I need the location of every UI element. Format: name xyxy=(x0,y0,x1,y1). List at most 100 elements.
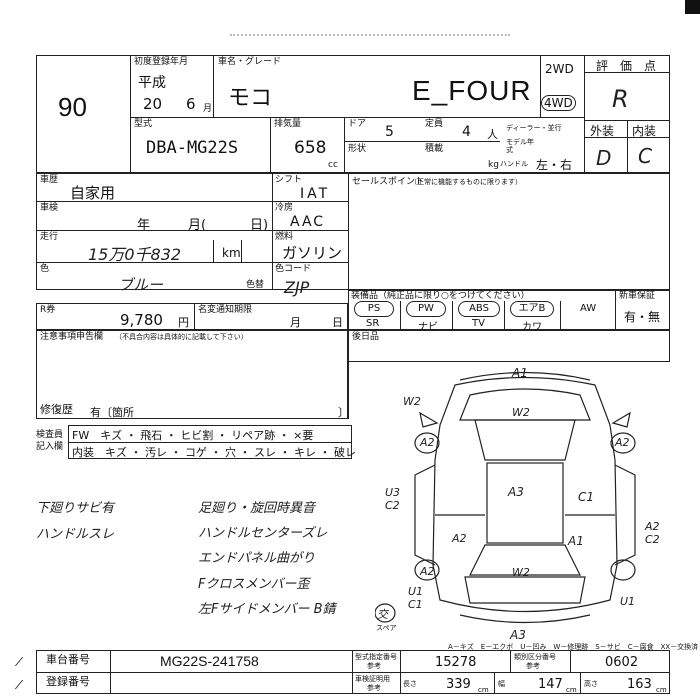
shaken-year: 年 xyxy=(137,218,151,233)
equipment-frame xyxy=(348,290,670,330)
equip-leather: カワ xyxy=(522,322,542,333)
drive-4wd: 4WD xyxy=(541,95,576,111)
capacity-label: 定員 xyxy=(425,119,444,129)
height-unit: cm xyxy=(656,686,667,694)
inspector-row-2: 内装 キズ ・ 汚レ ・ コゲ ・ 穴 ・ スレ ・ キレ ・ 破レ xyxy=(72,446,356,459)
equip-airbag: エアB xyxy=(510,301,554,317)
mark-left-rear: U1 C1 xyxy=(408,585,424,611)
displacement-label: 排気量 xyxy=(274,119,302,129)
fuel-label: 燃料 xyxy=(275,232,294,242)
mark-hood: W2 xyxy=(512,406,530,419)
inspector-label-1: 検査員 xyxy=(36,430,64,440)
notice-day: 日 xyxy=(332,316,343,329)
notes-frame xyxy=(36,330,348,419)
equip-navi: ナビ xyxy=(418,322,438,333)
mark-right-front-door: C1 xyxy=(578,490,595,504)
mark-right-rear-door: A1 xyxy=(568,534,584,548)
first-reg-era: 平成 xyxy=(138,75,166,91)
repair-label: 修復歴 xyxy=(40,403,73,416)
equip-sr: SR xyxy=(366,318,380,329)
shaken-day: 日) xyxy=(250,218,269,233)
rating-label: 評 価 点 xyxy=(596,59,657,73)
margin-tick-2: ⁄ xyxy=(18,678,21,692)
rear-seat-label: 後日品 xyxy=(352,332,380,342)
load-label: 積載 xyxy=(425,144,444,154)
rating-ext: D xyxy=(596,146,612,170)
length-label: 長さ xyxy=(403,680,417,688)
chassis-label: 車台番号 xyxy=(46,653,90,666)
fuel: ガソリン xyxy=(282,244,343,262)
width-unit: cm xyxy=(566,686,577,694)
history-label: 車歴 xyxy=(40,175,59,185)
dims-label: 車検証明用 xyxy=(355,675,390,683)
mileage: 15万0千832 xyxy=(88,245,182,264)
recycle: 9,780 xyxy=(120,311,163,329)
top-frame xyxy=(36,55,670,173)
rating-int: C xyxy=(638,144,652,168)
mark-rear-bumper: A3 xyxy=(510,628,526,642)
height-label: 高さ xyxy=(584,680,598,688)
displacement: 658 xyxy=(294,138,327,158)
aircon: AAC xyxy=(290,214,326,230)
recycle-unit: 円 xyxy=(178,316,189,329)
repair-close: 〕 xyxy=(338,406,349,419)
note-right-4: Fクロスメンバー歪 xyxy=(198,577,310,592)
mark-rear-window: W2 xyxy=(512,566,530,579)
mark-right-rear: U1 xyxy=(620,595,636,608)
capacity-unit: 人 xyxy=(487,128,498,141)
first-reg-year: 20 xyxy=(143,95,163,113)
inspector-label-2: 記入欄 xyxy=(36,442,64,452)
rating-ext-label: 外装 xyxy=(590,124,615,138)
note-right-3: エンドパネル曲がり xyxy=(198,551,316,566)
mark-roof: A3 xyxy=(508,485,524,499)
shaken-label: 車検 xyxy=(40,203,59,213)
mileage-unit: km xyxy=(222,246,241,260)
first-reg-label: 初度登録年月 xyxy=(134,57,189,67)
doors-label: ドア xyxy=(348,119,367,129)
color-label: 色 xyxy=(40,264,50,274)
model-grade: E_FOUR xyxy=(412,75,532,106)
capacity: 4 xyxy=(462,124,471,140)
repair: 有〔箇所 xyxy=(90,406,134,419)
shaken-month: 月( xyxy=(188,218,207,233)
displacement-unit: cc xyxy=(328,160,338,170)
mark-wheel-fr: A2 xyxy=(615,436,630,449)
rating-int-label: 内装 xyxy=(632,124,657,138)
car-diagram xyxy=(375,371,636,624)
model-designation-sub: 参考 xyxy=(367,662,381,670)
color-code-label: 色コード xyxy=(275,264,312,274)
height: 163 xyxy=(627,677,652,692)
notice-month: 月 xyxy=(290,316,301,329)
notice-label: 名変通知期限 xyxy=(198,305,253,315)
width: 147 xyxy=(538,677,563,692)
mark-left-rear-door: A2 xyxy=(452,532,467,545)
rating-value: R xyxy=(612,85,629,113)
notes-label: 注意事項申告欄 xyxy=(40,332,104,342)
shape-label: 形状 xyxy=(348,144,367,154)
handle: 左・右 xyxy=(536,158,573,172)
equip-aw: AW xyxy=(580,303,597,314)
mark-spare: 交 xyxy=(377,608,388,621)
note-right-5: 左Fサイドメンバー B錆 xyxy=(198,602,336,617)
mark-right-side: A2 C2 xyxy=(645,520,660,546)
model-year-label: モデル年式 xyxy=(506,138,534,154)
model-designation-label: 型式指定番号 xyxy=(355,653,397,661)
note-right-2: ハンドルセンターズレ xyxy=(198,526,328,541)
note-left-1: 下廻りサビ有 xyxy=(36,501,115,516)
warranty: 有・無 xyxy=(624,310,661,324)
width-label: 幅 xyxy=(498,680,505,688)
equip-abs: ABS xyxy=(458,301,500,317)
registration-label: 登録番号 xyxy=(46,675,90,688)
mark-front-bumper: A1 xyxy=(512,366,528,380)
model-code: DBA-MG22S xyxy=(146,138,239,158)
category: 0602 xyxy=(605,655,639,670)
first-reg-month: 6 xyxy=(186,95,196,113)
notes-note: （不具合内容は具体的に記載して下さい） xyxy=(115,333,248,341)
dims-sub: 参考 xyxy=(367,684,381,692)
equip-ps: PS xyxy=(354,301,394,317)
first-reg-month-unit: 月 xyxy=(203,104,213,114)
doors: 5 xyxy=(385,124,394,140)
corner-mark xyxy=(685,0,700,14)
recycle-label: R券 xyxy=(40,305,56,315)
sales-point-note: （正常に機能するものに限ります） xyxy=(410,178,522,186)
